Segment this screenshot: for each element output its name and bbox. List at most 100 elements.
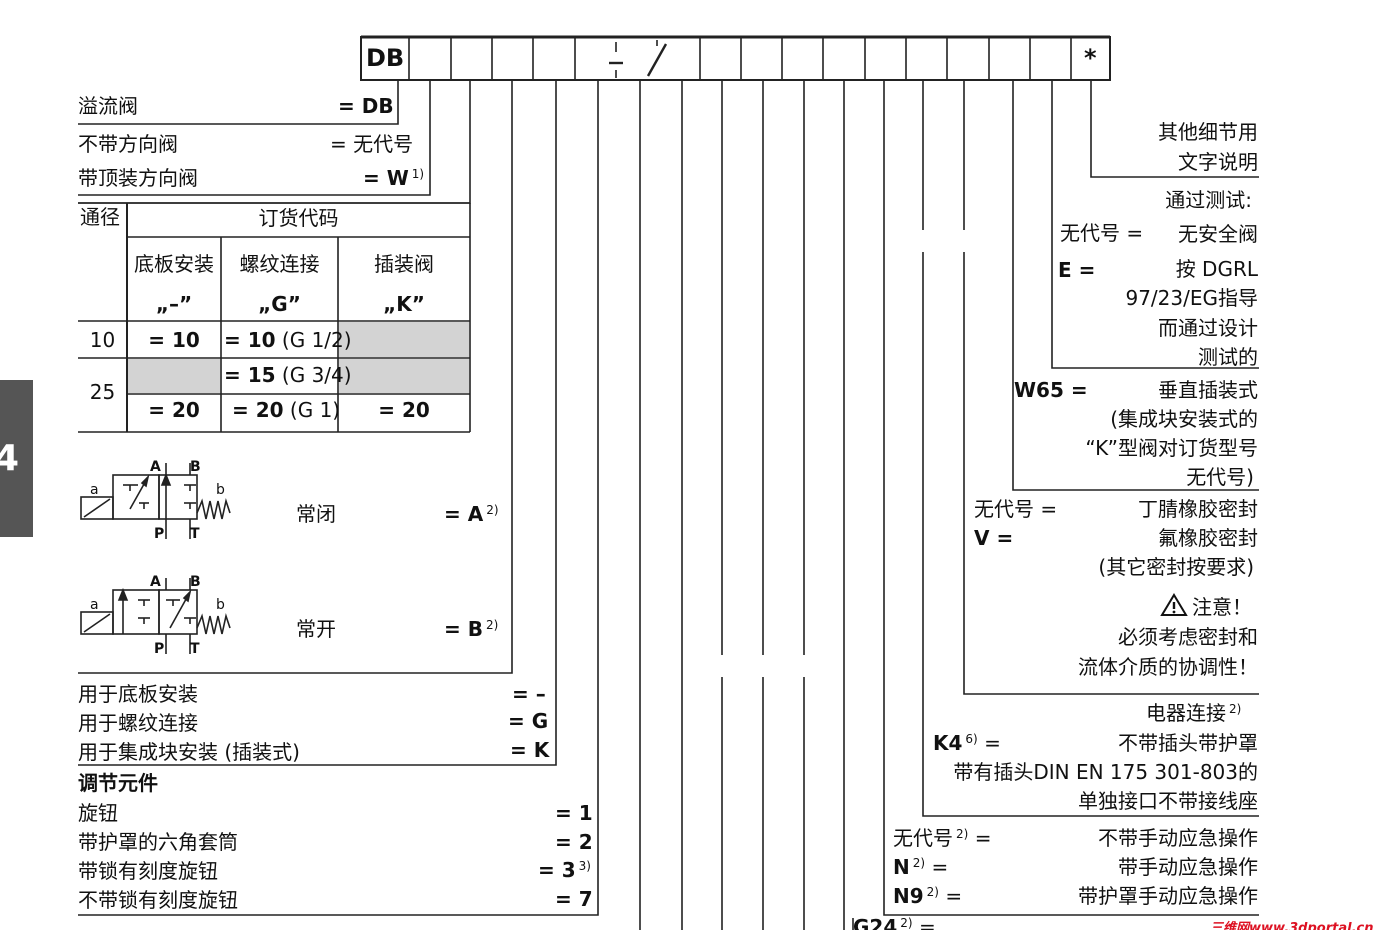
symbol-a-port-T: T [190, 526, 200, 542]
col1-code: „–” [155, 292, 193, 316]
symbol-normally-open [80, 578, 231, 654]
table-row-size: 10 [89, 328, 116, 352]
test-e-line: 而通过设计 [1158, 316, 1258, 340]
seal-other: (其它密封按要求) [1098, 555, 1254, 579]
footnote-ref: 2) [912, 856, 926, 870]
test-e-code: E = [1058, 258, 1096, 282]
symbol-b-port-a: a [90, 597, 99, 613]
symbol-b-port-P: P [154, 641, 165, 657]
symbol-normally-closed [80, 463, 231, 539]
test-e-line: 测试的 [1198, 345, 1258, 369]
test-e-line: 按 DGRL [1175, 257, 1258, 281]
w65-line: 无代号) [1186, 465, 1254, 489]
symbol-b-port-T: T [190, 641, 200, 657]
footnote-ref: 2) [1229, 702, 1242, 716]
symbol-a-port-a: a [90, 482, 99, 498]
k4-label: 不带插头带护罩 [1118, 731, 1258, 755]
adjust-label: 旋钮 [78, 801, 118, 825]
table-cell: = 15 (G 3/4) [224, 363, 352, 387]
symbol-b-label: 常开 [296, 617, 336, 641]
chapter-side-tab: 4 [0, 380, 33, 537]
mount-label: 用于集成块安装 (插装式) [78, 740, 300, 764]
mount-code: = – [512, 682, 546, 706]
k4-line: 带有插头DIN EN 175 301-803的 [953, 760, 1258, 784]
order-code-asterisk: * [1084, 44, 1097, 72]
chapter-number: 4 [0, 438, 20, 479]
w65-line: “K”型阀对订货型号 [1085, 436, 1258, 460]
adjust-code: = 1 [555, 801, 593, 825]
no-dir-valve-code: = 无代号 [330, 132, 414, 156]
mount-code: = G [508, 709, 549, 733]
page-bottom-cutoff [0, 930, 1400, 937]
symbol-a-port-P: P [154, 526, 165, 542]
footnote-ref: 2) [486, 503, 499, 517]
footnote-ref: 2) [485, 618, 499, 632]
test-none-code: 无代号 = [1060, 221, 1144, 245]
seal-v-label: 氟橡胶密封 [1158, 526, 1258, 550]
k4-line: 单独接口不带接线座 [1078, 789, 1258, 813]
table-cell: = 10 [148, 328, 200, 352]
mount-label: 用于底板安装 [78, 682, 198, 706]
col3-code: „K” [383, 292, 425, 316]
w65-code: W65 = [1014, 378, 1088, 402]
adjust-code: = 7 [555, 887, 593, 911]
attention-line: 必须考虑密封和 [1118, 625, 1258, 649]
footnote-ref: 2) [956, 827, 969, 841]
order-header: 订货代码 [258, 206, 339, 230]
test-header: 通过测试: [1165, 188, 1252, 212]
symbol-b-port-A: A [150, 574, 161, 590]
adjust-header: 调节元件 [78, 771, 158, 795]
mount-code: = K [510, 738, 550, 762]
seal-none-code: 无代号 = [974, 497, 1058, 521]
footnote-ref: 1) [411, 167, 425, 181]
symbol-a-label: 常闭 [296, 502, 336, 526]
table-cell: = 10 (G 1/2) [224, 328, 352, 352]
symbol-a-port-b: b [216, 482, 225, 498]
adjust-code: = 2 [555, 830, 593, 854]
symbol-a-port-B: B [190, 459, 201, 475]
test-none-label: 无安全阀 [1178, 222, 1258, 246]
table-cell: = 20 [378, 398, 430, 422]
no-dir-valve-label: 不带方向阀 [78, 132, 178, 156]
other-details-line: 文字说明 [1178, 150, 1258, 174]
attention-line: 流体介质的协调性！ [1078, 655, 1258, 679]
manual-label: 带手动应急操作 [1118, 855, 1258, 879]
footnote-ref: 2) [900, 916, 913, 930]
symbol-b-port-B: B [190, 574, 201, 590]
relief-valve-code: = DB [338, 94, 394, 118]
footnote-ref: 2) [926, 885, 939, 899]
manual-label: 不带手动应急操作 [1098, 826, 1258, 850]
order-code-prefix: DB [366, 44, 405, 72]
w65-line: 垂直插装式 [1158, 378, 1258, 402]
other-details-line: 其他细节用 [1158, 120, 1258, 144]
seal-none-label: 丁腈橡胶密封 [1138, 497, 1258, 521]
seal-v-code: V = [974, 526, 1014, 550]
top-dir-valve-label: 带顶装方向阀 [78, 166, 198, 190]
table-cell: = 20 (G 1) [232, 398, 341, 422]
footnote-ref: 3) [578, 859, 591, 873]
col2-header: 螺纹连接 [239, 252, 320, 276]
attention-title: 注意！ [1192, 595, 1252, 619]
col1-header: 底板安装 [134, 252, 214, 276]
size-header: 通径 [80, 205, 120, 229]
adjust-label: 带锁有刻度旋钮 [78, 859, 218, 883]
col3-header: 插装阀 [374, 252, 434, 276]
table-row-size: 25 [89, 380, 116, 404]
symbol-a-port-A: A [150, 459, 161, 475]
footnote-ref: 6) [965, 732, 978, 746]
adjust-label: 不带锁有刻度旋钮 [78, 888, 238, 912]
col2-code: „G” [258, 292, 301, 316]
w65-line: (集成块安装式的 [1110, 407, 1258, 431]
adjust-label: 带护罩的六角套筒 [78, 830, 238, 854]
mount-label: 用于螺纹连接 [78, 711, 198, 735]
relief-valve-label: 溢流阀 [78, 94, 138, 118]
